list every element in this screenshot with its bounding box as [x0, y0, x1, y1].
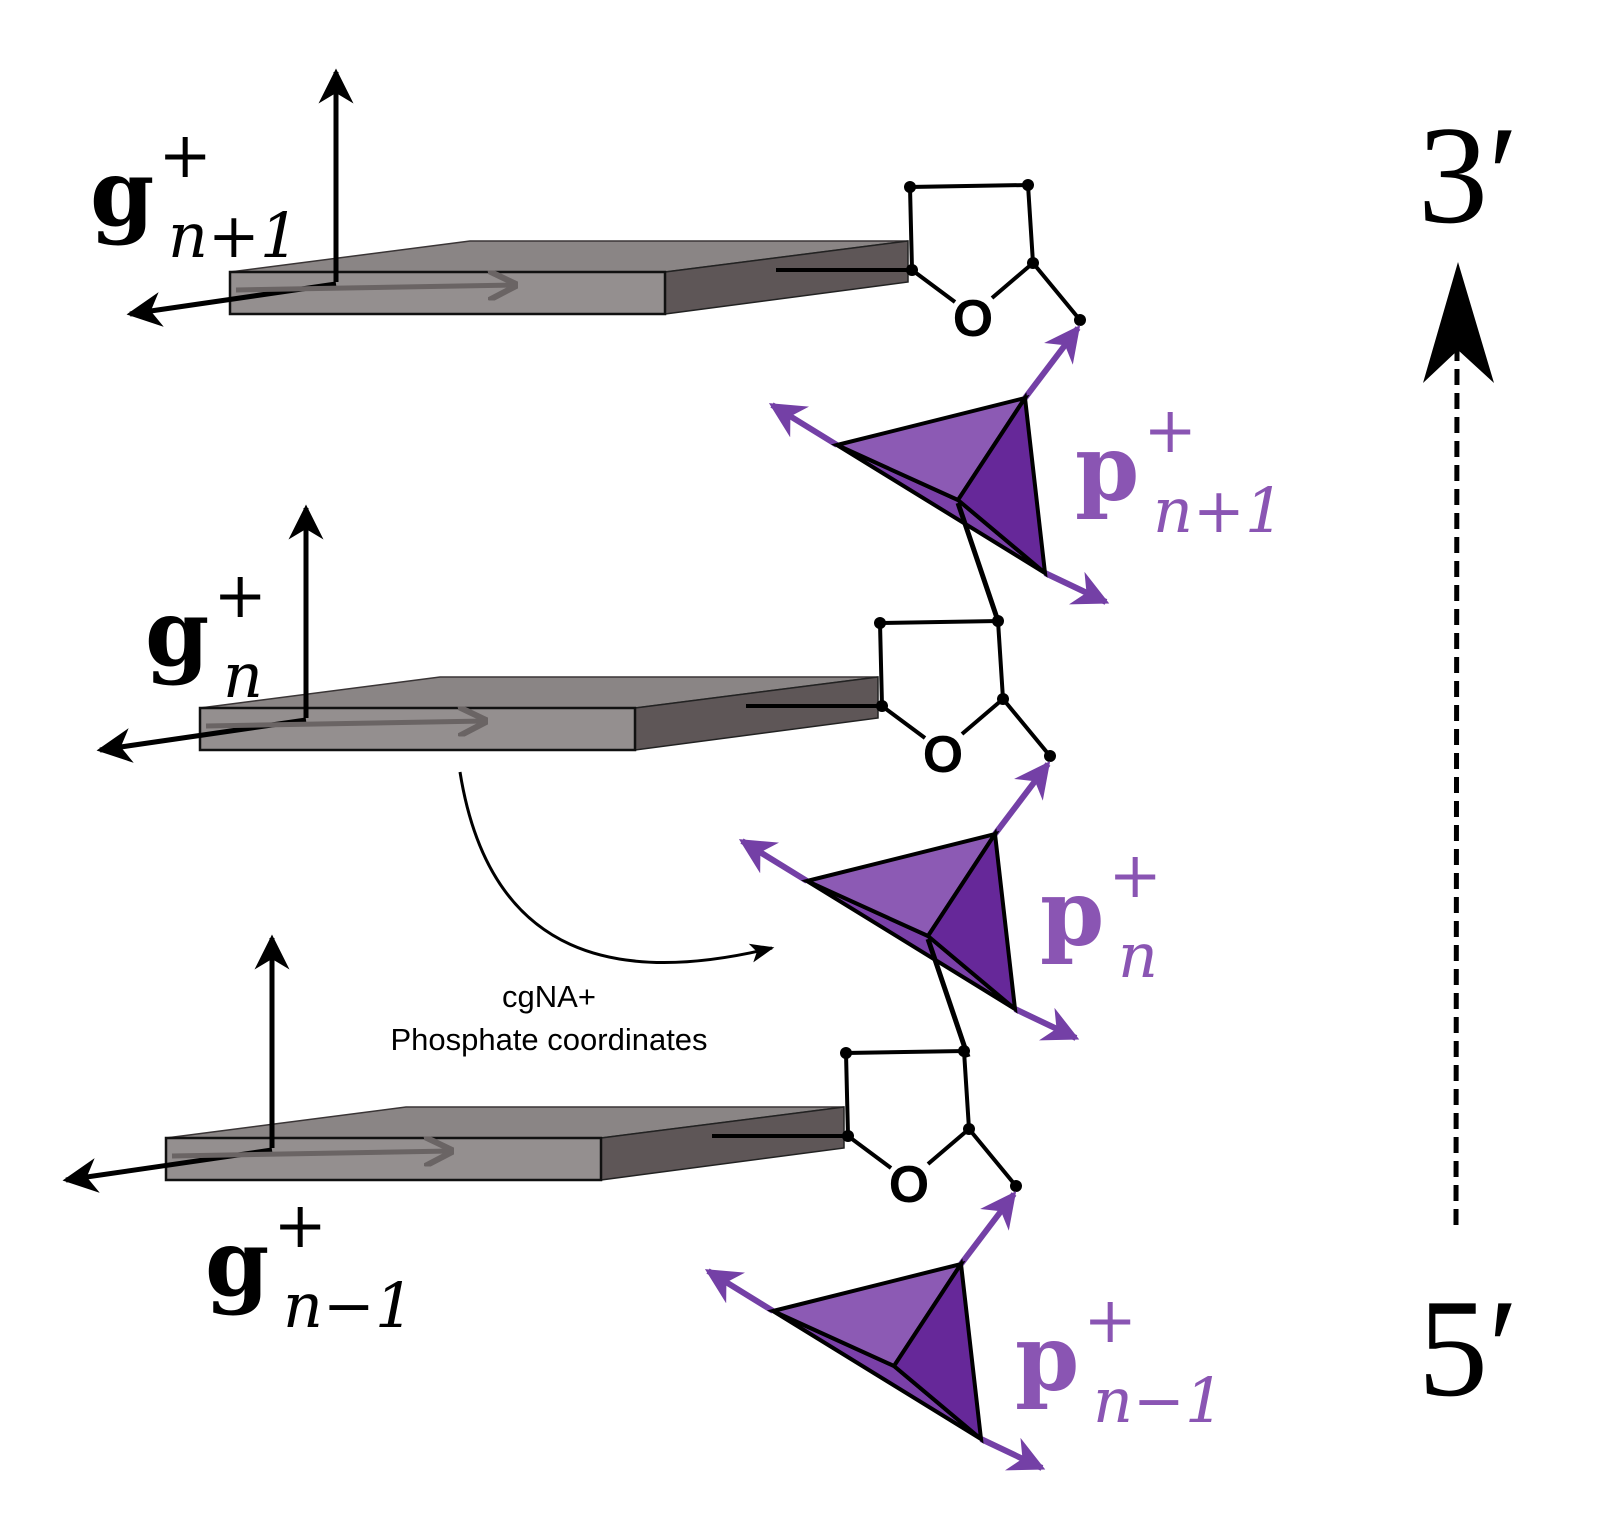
- sugar-ring-bond: [880, 704, 927, 740]
- backbone-bond: [925, 938, 971, 1058]
- base-frame-label: g+n: [145, 559, 267, 712]
- sugar-atom: [1022, 179, 1034, 191]
- phosphate-frame-label-sub: n+1: [1153, 474, 1284, 547]
- sugar-ring-bond: [926, 1127, 971, 1166]
- phosphate-frame-label-base: p: [1040, 859, 1104, 967]
- phosphate-axis-arrow: [1013, 1006, 1080, 1041]
- sugar-atom: [1044, 750, 1056, 762]
- phosphate-axis-arrow: [738, 838, 809, 884]
- base-short-axis-arrow: [205, 721, 485, 726]
- sugar-atom: [1074, 314, 1086, 326]
- sugar-atom: [958, 1045, 970, 1057]
- ring-oxygen-label: O: [889, 1156, 929, 1214]
- phosphate-axis-arrow: [768, 402, 839, 448]
- phosphate-axis-arrow: [1043, 570, 1110, 605]
- base-frame-label: g+n−1: [205, 1189, 414, 1342]
- base-slab-front: [164, 1136, 603, 1182]
- base-frame-label: g+n+1: [90, 119, 299, 272]
- phosphate-axis-arrow: [979, 1436, 1046, 1471]
- sugar-atom: [906, 264, 918, 276]
- sugar-atom: [876, 700, 888, 712]
- sugar-atom: [997, 693, 1009, 705]
- sugar-ring: [877, 618, 1052, 758]
- sugar-ring-bond: [910, 268, 957, 304]
- nucleotide-unit: O: [126, 68, 1110, 622]
- sugar-ring-bond: [846, 1134, 893, 1170]
- nucleotide-unit: O: [96, 504, 1080, 1058]
- phosphate-tetra-face: [891, 1258, 984, 1444]
- base-frame-label-base: g: [205, 1209, 269, 1317]
- sugar-atom: [1010, 1180, 1022, 1192]
- phosphate-tetra-face: [955, 392, 1048, 578]
- phosphate-axis-arrow: [1022, 325, 1081, 400]
- ring-oxygen-label: O: [953, 290, 993, 348]
- sugar-ring: [843, 1048, 1018, 1188]
- phosphate-frame-label: p+n−1: [1015, 1284, 1224, 1437]
- sugar-ring-bond: [990, 261, 1035, 300]
- base-frame-label-sub: n−1: [283, 1269, 414, 1342]
- phosphate-frame-label-sub: n: [1118, 919, 1158, 992]
- phosphate-axis-arrow: [958, 1191, 1017, 1266]
- mapping-arrow: [458, 771, 775, 964]
- sugar-atom: [992, 615, 1004, 627]
- strand-direction-arrowhead-icon: [1423, 262, 1494, 383]
- phosphate-frame-label: p+n+1: [1075, 394, 1284, 547]
- phosphate-frame-label: p+n: [1040, 839, 1162, 992]
- phosphate-frame-label-base: p: [1075, 414, 1139, 522]
- sugar-atom: [1027, 257, 1039, 269]
- base-slab-front: [198, 706, 637, 752]
- phosphate-frame-label-sup: +: [1108, 839, 1162, 913]
- sugar-ring: [907, 182, 1082, 322]
- base-frame-label-sup: +: [273, 1189, 327, 1263]
- base-frame-label-sup: +: [213, 559, 267, 633]
- three-prime-label: 3′: [1418, 98, 1519, 253]
- phosphate-axis-arrow: [992, 761, 1051, 836]
- phosphate-frame-label-sup: +: [1143, 394, 1197, 468]
- ring-oxygen-label: O: [923, 726, 963, 784]
- five-prime-label: 5′: [1418, 1271, 1519, 1426]
- base-frame-label-sub: n: [223, 639, 263, 712]
- sugar-atom: [874, 617, 886, 629]
- phosphate-frame-label-base: p: [1015, 1304, 1079, 1412]
- sugar-atom: [842, 1130, 854, 1142]
- base-short-axis-arrow: [171, 1151, 451, 1156]
- caption-title: cgNA+: [502, 979, 596, 1014]
- phosphate-frame-label-sup: +: [1083, 1284, 1137, 1358]
- sugar-atom: [840, 1047, 852, 1059]
- base-frame-label-sup: +: [158, 119, 212, 193]
- strand-direction-dashed-line: [1453, 349, 1460, 1226]
- phosphate-tetra-face: [925, 828, 1018, 1014]
- nucleotide-unit: O: [62, 934, 1046, 1471]
- sugar-atom: [963, 1123, 975, 1135]
- base-frame-label-base: g: [145, 579, 209, 687]
- base-slab-front: [228, 270, 667, 316]
- sugar-ring-bond: [960, 697, 1005, 736]
- base-frame-label-sub: n+1: [168, 199, 299, 272]
- phosphate-axis-arrow: [704, 1268, 775, 1314]
- sugar-atom: [904, 181, 916, 193]
- base-short-axis-arrow: [235, 285, 515, 290]
- base-frame-label-base: g: [90, 139, 154, 247]
- phosphate-frame-label-sub: n−1: [1093, 1364, 1224, 1437]
- caption-subtitle: Phosphate coordinates: [390, 1022, 707, 1057]
- backbone-bond: [955, 502, 1001, 622]
